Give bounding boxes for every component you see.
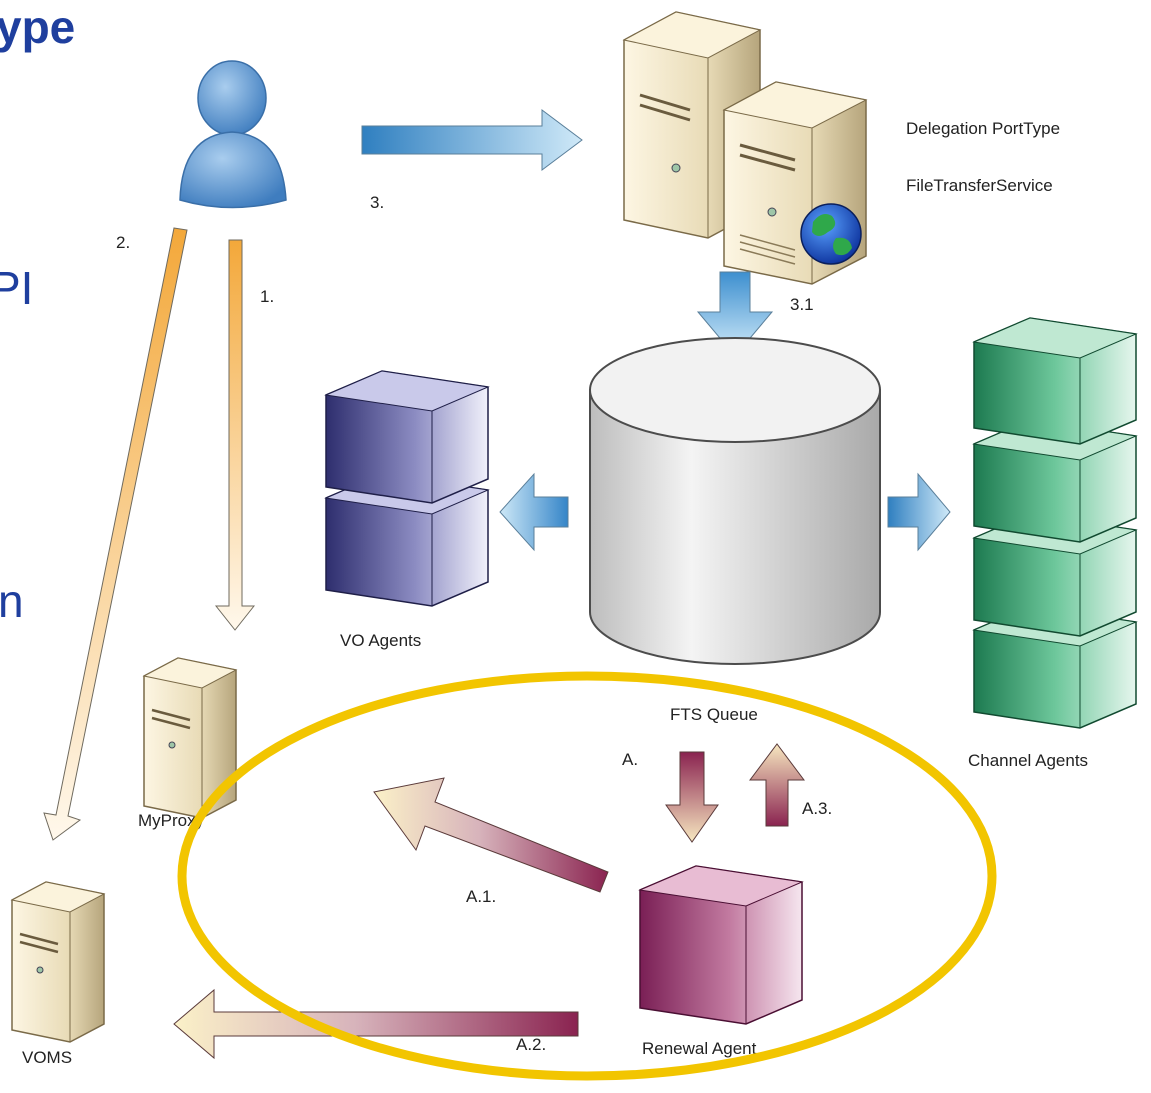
step-label-2: 2.: [116, 233, 130, 252]
arrow-step-3-1: [696, 271, 774, 357]
myproxy-server-icon: [142, 657, 238, 819]
arrow-step-2: [43, 227, 188, 841]
step-label-3-1: 3.1: [790, 295, 814, 314]
arrow-step-a1: [373, 777, 609, 893]
side-text-lower: n: [0, 575, 24, 627]
globe-icon: [800, 203, 862, 265]
fts-queue-label: FTS Queue: [670, 705, 758, 724]
step-label-a3: A.3.: [802, 799, 832, 818]
renewal-agent-label: Renewal Agent: [642, 1039, 757, 1058]
renewal-agent-block: [638, 865, 804, 1025]
voms-server-icon: [10, 881, 106, 1043]
arrow-to-channel-agents: [887, 472, 951, 552]
arrow-step-1: [214, 239, 256, 631]
step-label-a: A.: [622, 750, 638, 769]
step-label-1: 1.: [260, 287, 274, 306]
server-label-fts: FileTransferService: [906, 176, 1053, 195]
arrow-to-vo-agents: [499, 472, 569, 552]
step-label-a1: A.1.: [466, 887, 496, 906]
server-label-delegation: Delegation PortType: [906, 119, 1060, 138]
fts-queue-cylinder: [589, 337, 881, 665]
step-label-3: 3.: [370, 193, 384, 212]
arrow-step-a3: [749, 743, 805, 827]
side-text-top: ype: [0, 1, 76, 53]
step-label-a2: A.2.: [516, 1035, 546, 1054]
channel-agents-blocks: [972, 317, 1138, 729]
arrow-step-a2: [173, 988, 579, 1060]
voms-label: VOMS: [22, 1048, 72, 1067]
vo-agents-label: VO Agents: [340, 631, 421, 650]
arrow-step-a: [665, 751, 719, 843]
side-text-middle: PI: [0, 262, 34, 314]
arrow-step-3: [361, 109, 583, 171]
highlight-ellipse: [177, 671, 997, 1081]
vo-agents-blocks: [324, 370, 490, 607]
channel-agents-label: Channel Agents: [968, 751, 1088, 770]
user-icon: [179, 60, 287, 209]
myproxy-label: MyProxy: [138, 811, 205, 830]
